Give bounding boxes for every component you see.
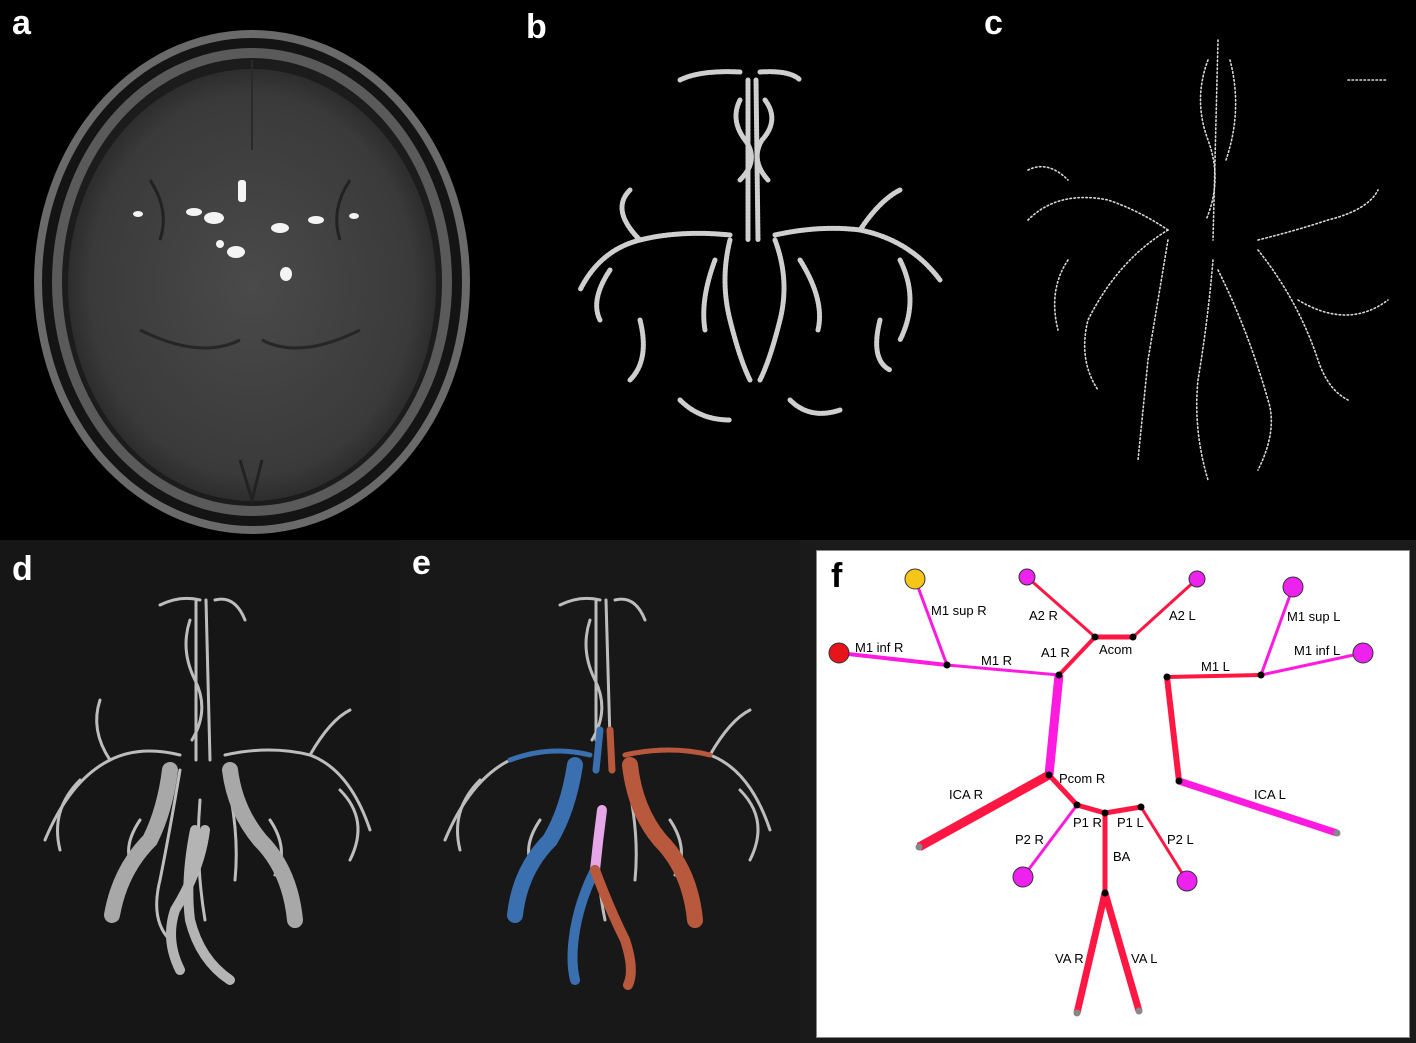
junction-ba-bottom [1101, 889, 1109, 897]
edge-p2-r [1021, 804, 1079, 878]
edge-pcom-r [1047, 773, 1079, 807]
edge-m1-inf-r [838, 651, 948, 667]
panel-letter-d: d [12, 550, 33, 588]
edge-a1-r [1057, 635, 1097, 677]
node-a2-l [1188, 570, 1206, 588]
edge-p1-l [1104, 804, 1142, 816]
edge-p2-l [1139, 806, 1189, 882]
junction-ica-l-bend [1175, 777, 1183, 785]
node-va-l-end [1135, 1007, 1143, 1015]
label-p1-r: P1 R [1073, 815, 1102, 830]
vessel-graph: M1 sup R M1 inf R M1 R A1 R A2 R A2 L Ac… [828, 568, 1374, 1017]
edge-m1-sup-r [913, 578, 949, 666]
node-va-r-end [1073, 1009, 1081, 1017]
label-p2-r: P2 R [1015, 832, 1044, 847]
edge-a2-r [1026, 575, 1096, 639]
label-m1-r: M1 R [981, 653, 1012, 668]
node-m1-sup-r [904, 568, 926, 590]
label-p1-l: P1 L [1117, 815, 1144, 830]
junction-ba-top [1101, 809, 1109, 817]
edge-va-r [1073, 892, 1109, 1014]
panel-c: c [968, 0, 1416, 540]
edge-ica-r-lower [916, 771, 1052, 851]
panel-e: e [400, 540, 800, 1043]
edge-m1-sup-l [1259, 586, 1295, 676]
label-a1-r: A1 R [1041, 645, 1070, 660]
panel-f: M1 sup R M1 inf R M1 R A1 R A2 R A2 L Ac… [816, 550, 1410, 1038]
label-m1-inf-r: M1 inf R [855, 640, 903, 655]
label-ica-r: ICA R [949, 787, 983, 802]
junction-acom-l [1129, 633, 1137, 641]
node-p2-r [1012, 866, 1034, 888]
panel-a: a [0, 0, 500, 540]
panel-letter-c: c [984, 4, 1003, 42]
label-va-l: VA L [1131, 951, 1158, 966]
edge-a2-l [1131, 577, 1199, 639]
vessel-surface-image [577, 69, 943, 423]
panel-letter-f: f [831, 557, 843, 595]
junction-p1-l [1137, 803, 1145, 811]
junction-ica-r-top [1055, 671, 1063, 679]
junction-p1-r [1073, 801, 1081, 809]
vessel-mesh-grey [43, 596, 372, 985]
node-ica-r-end [915, 843, 923, 851]
label-m1-sup-l: M1 sup L [1287, 609, 1340, 624]
edge-m1-inf-l [1260, 651, 1364, 677]
edge-m1-r [946, 663, 1060, 677]
label-m1-l: M1 L [1201, 659, 1230, 674]
panel-d: d [0, 540, 400, 1043]
label-va-r: VA R [1055, 951, 1084, 966]
label-a2-r: A2 R [1029, 608, 1058, 623]
label-acom: Acom [1099, 642, 1132, 657]
junction-m1-r [943, 661, 951, 669]
edge-va-l [1101, 892, 1143, 1012]
node-a2-r [1018, 568, 1036, 586]
panel-letter-b: b [526, 8, 547, 46]
junction-acom-r [1091, 633, 1099, 641]
node-m1-inf-r [828, 642, 850, 664]
label-ica-l: ICA L [1254, 787, 1286, 802]
junction-pcom-r [1045, 771, 1053, 779]
panel-letter-e: e [412, 544, 431, 582]
label-m1-inf-l: M1 inf L [1294, 643, 1340, 658]
label-ba: BA [1113, 849, 1131, 864]
label-a2-l: A2 L [1169, 608, 1196, 623]
edge-ica-r-upper [1044, 674, 1064, 776]
vessel-mesh-labeled [443, 596, 772, 990]
node-m1-inf-l [1352, 642, 1374, 664]
panel-b: b [500, 0, 968, 540]
centerline-image [1027, 39, 1389, 481]
edge-p1-r [1076, 802, 1106, 816]
node-ica-l-end [1333, 829, 1341, 837]
edge-m1-l [1166, 673, 1262, 679]
label-m1-sup-r: M1 sup R [931, 603, 987, 618]
node-p2-l [1176, 870, 1198, 892]
label-p2-l: P2 L [1167, 832, 1194, 847]
junction-m1-l [1257, 671, 1265, 679]
label-pcom-r: Pcom R [1059, 771, 1105, 786]
edge-ica-l-upper [1164, 676, 1182, 782]
edge-ica-l-lower [1177, 777, 1339, 837]
panel-letter-a: a [12, 4, 31, 42]
node-m1-sup-l [1282, 576, 1304, 598]
junction-ica-l-top [1163, 673, 1171, 681]
mra-slice-image [34, 30, 470, 534]
